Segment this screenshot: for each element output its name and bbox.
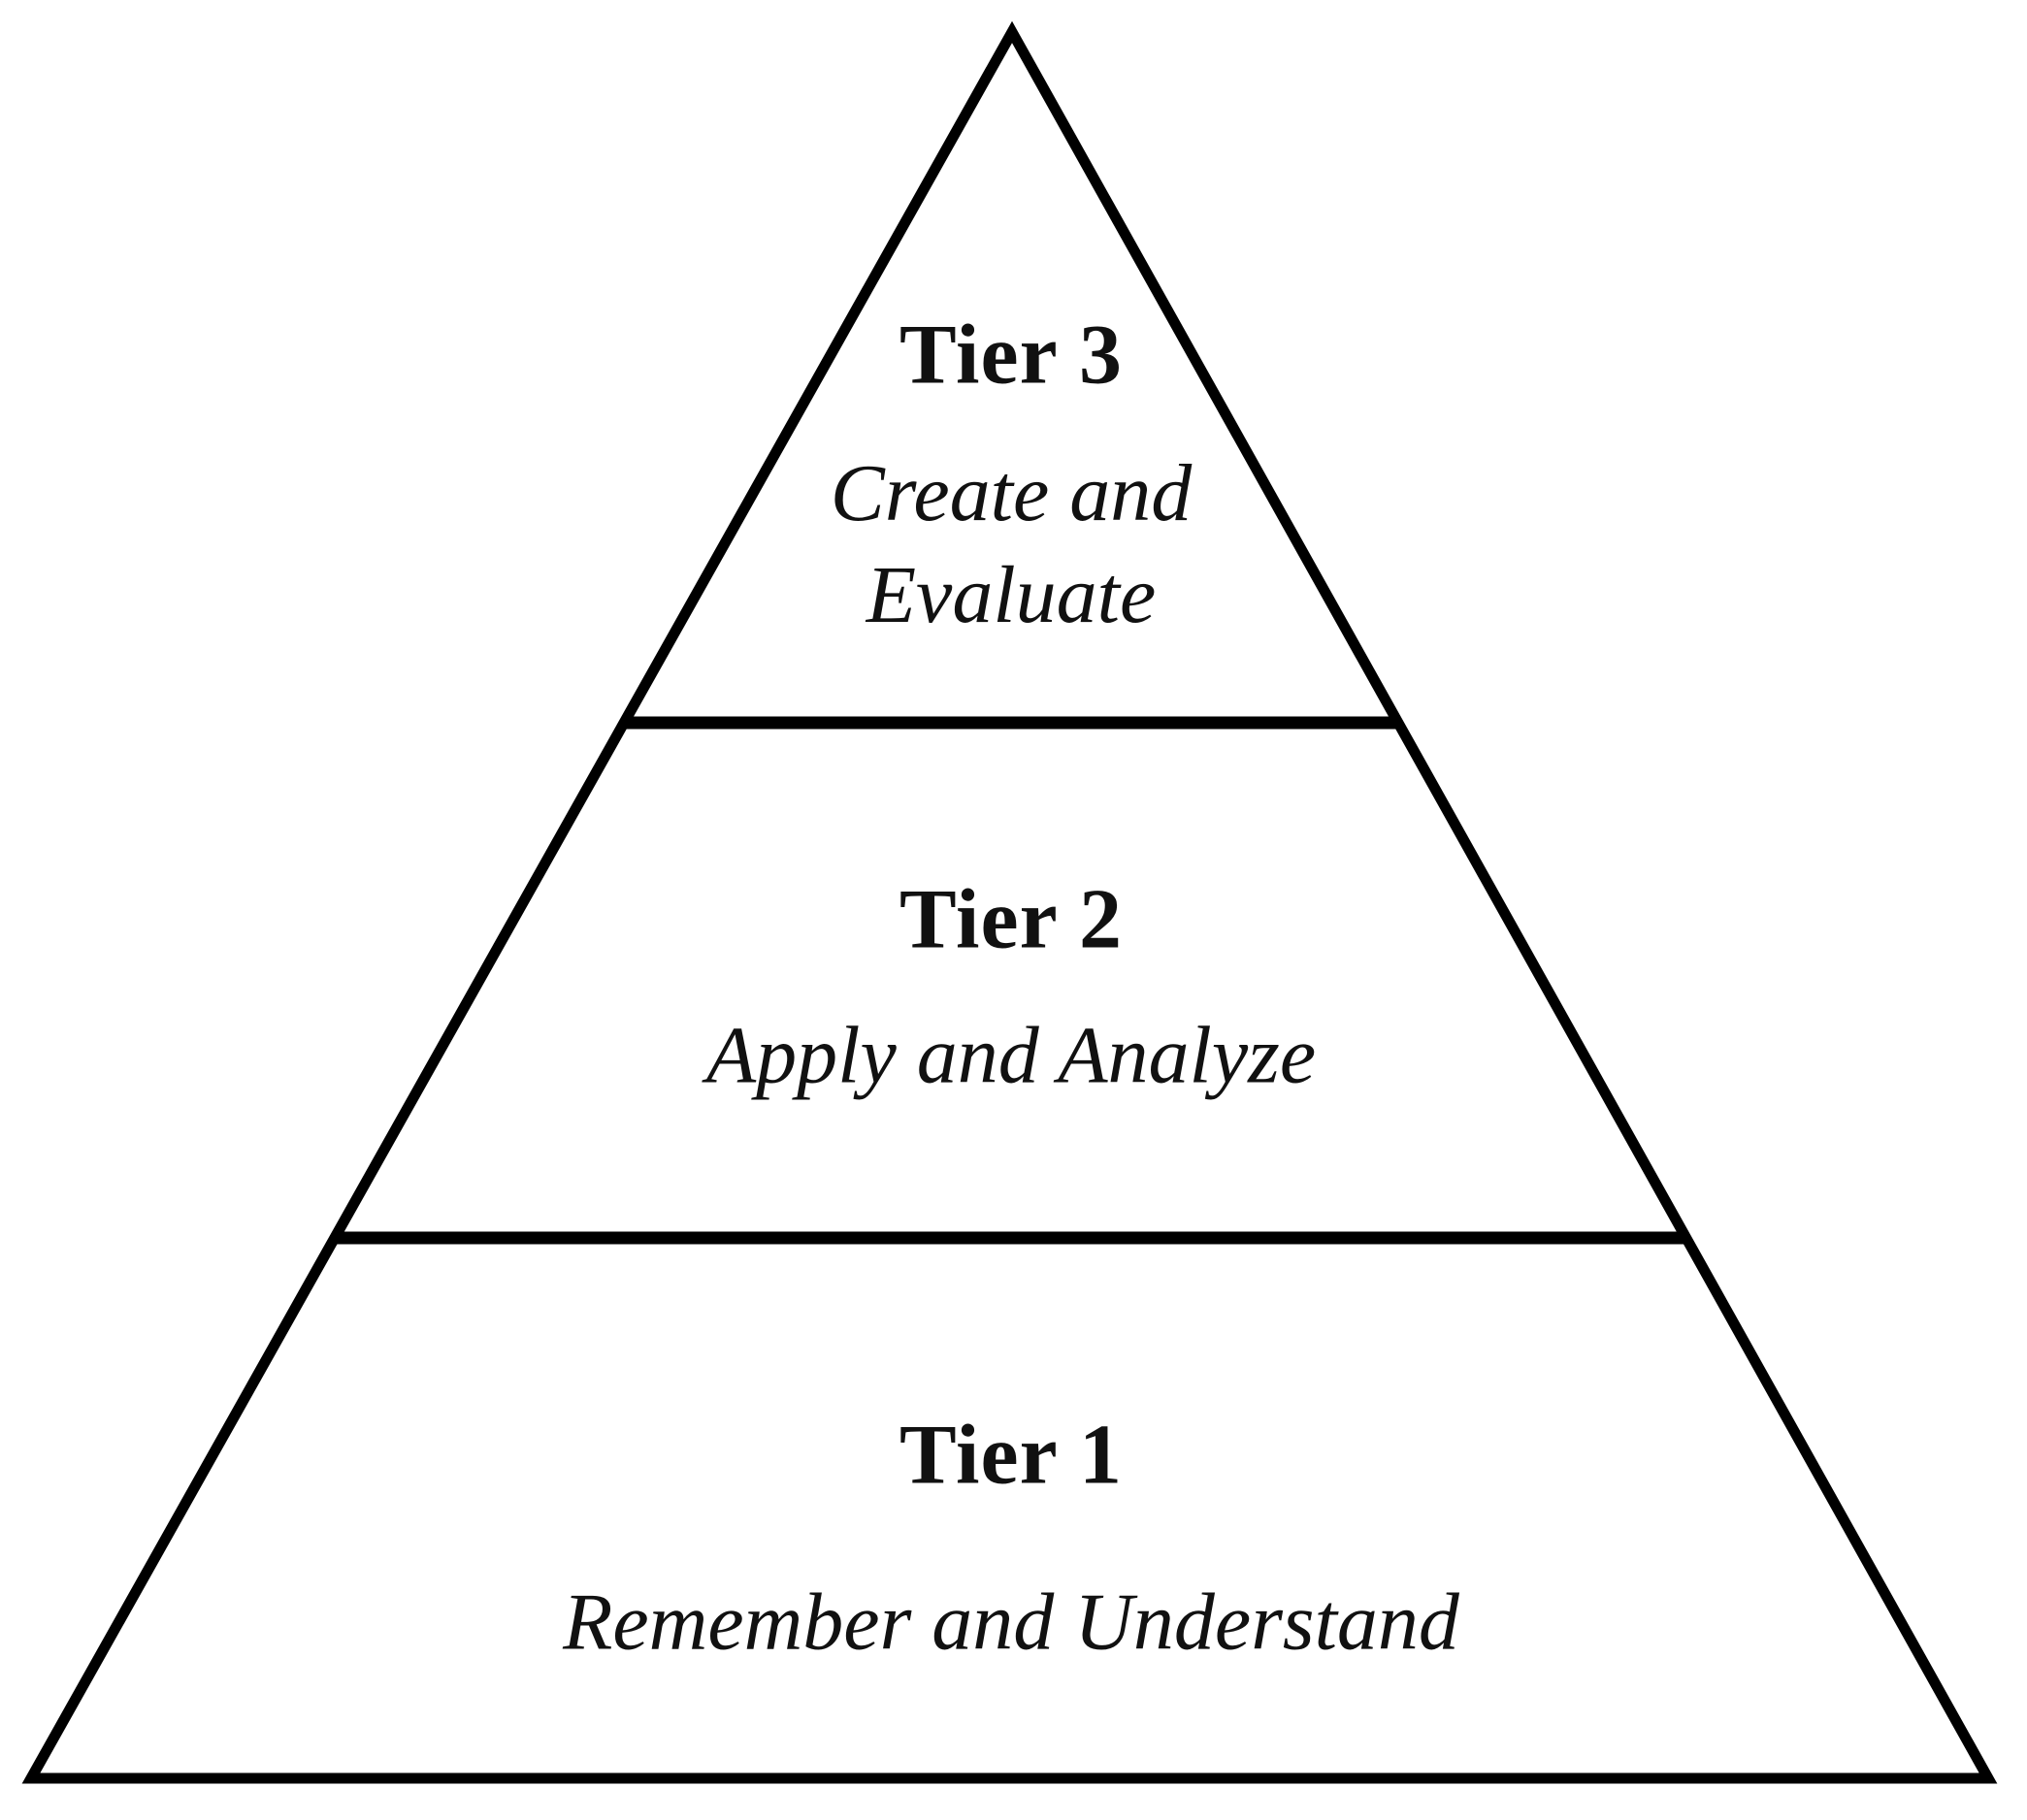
tier-2-label: Tier 2 — [899, 872, 1124, 967]
pyramid-outline — [21, 20, 1998, 1784]
tier-3-description-line-1: Create and — [830, 448, 1193, 538]
tier-1-description: Remember and Understand — [563, 1576, 1459, 1668]
tier-3-description: Create and Evaluate — [0, 442, 2022, 646]
tier-3-description-line-2: Evaluate — [866, 550, 1157, 640]
tier-3-label: Tier 3 — [899, 308, 1124, 403]
tier-2-description: Apply and Analyze — [705, 1010, 1317, 1101]
tier-1-label: Tier 1 — [899, 1408, 1124, 1503]
